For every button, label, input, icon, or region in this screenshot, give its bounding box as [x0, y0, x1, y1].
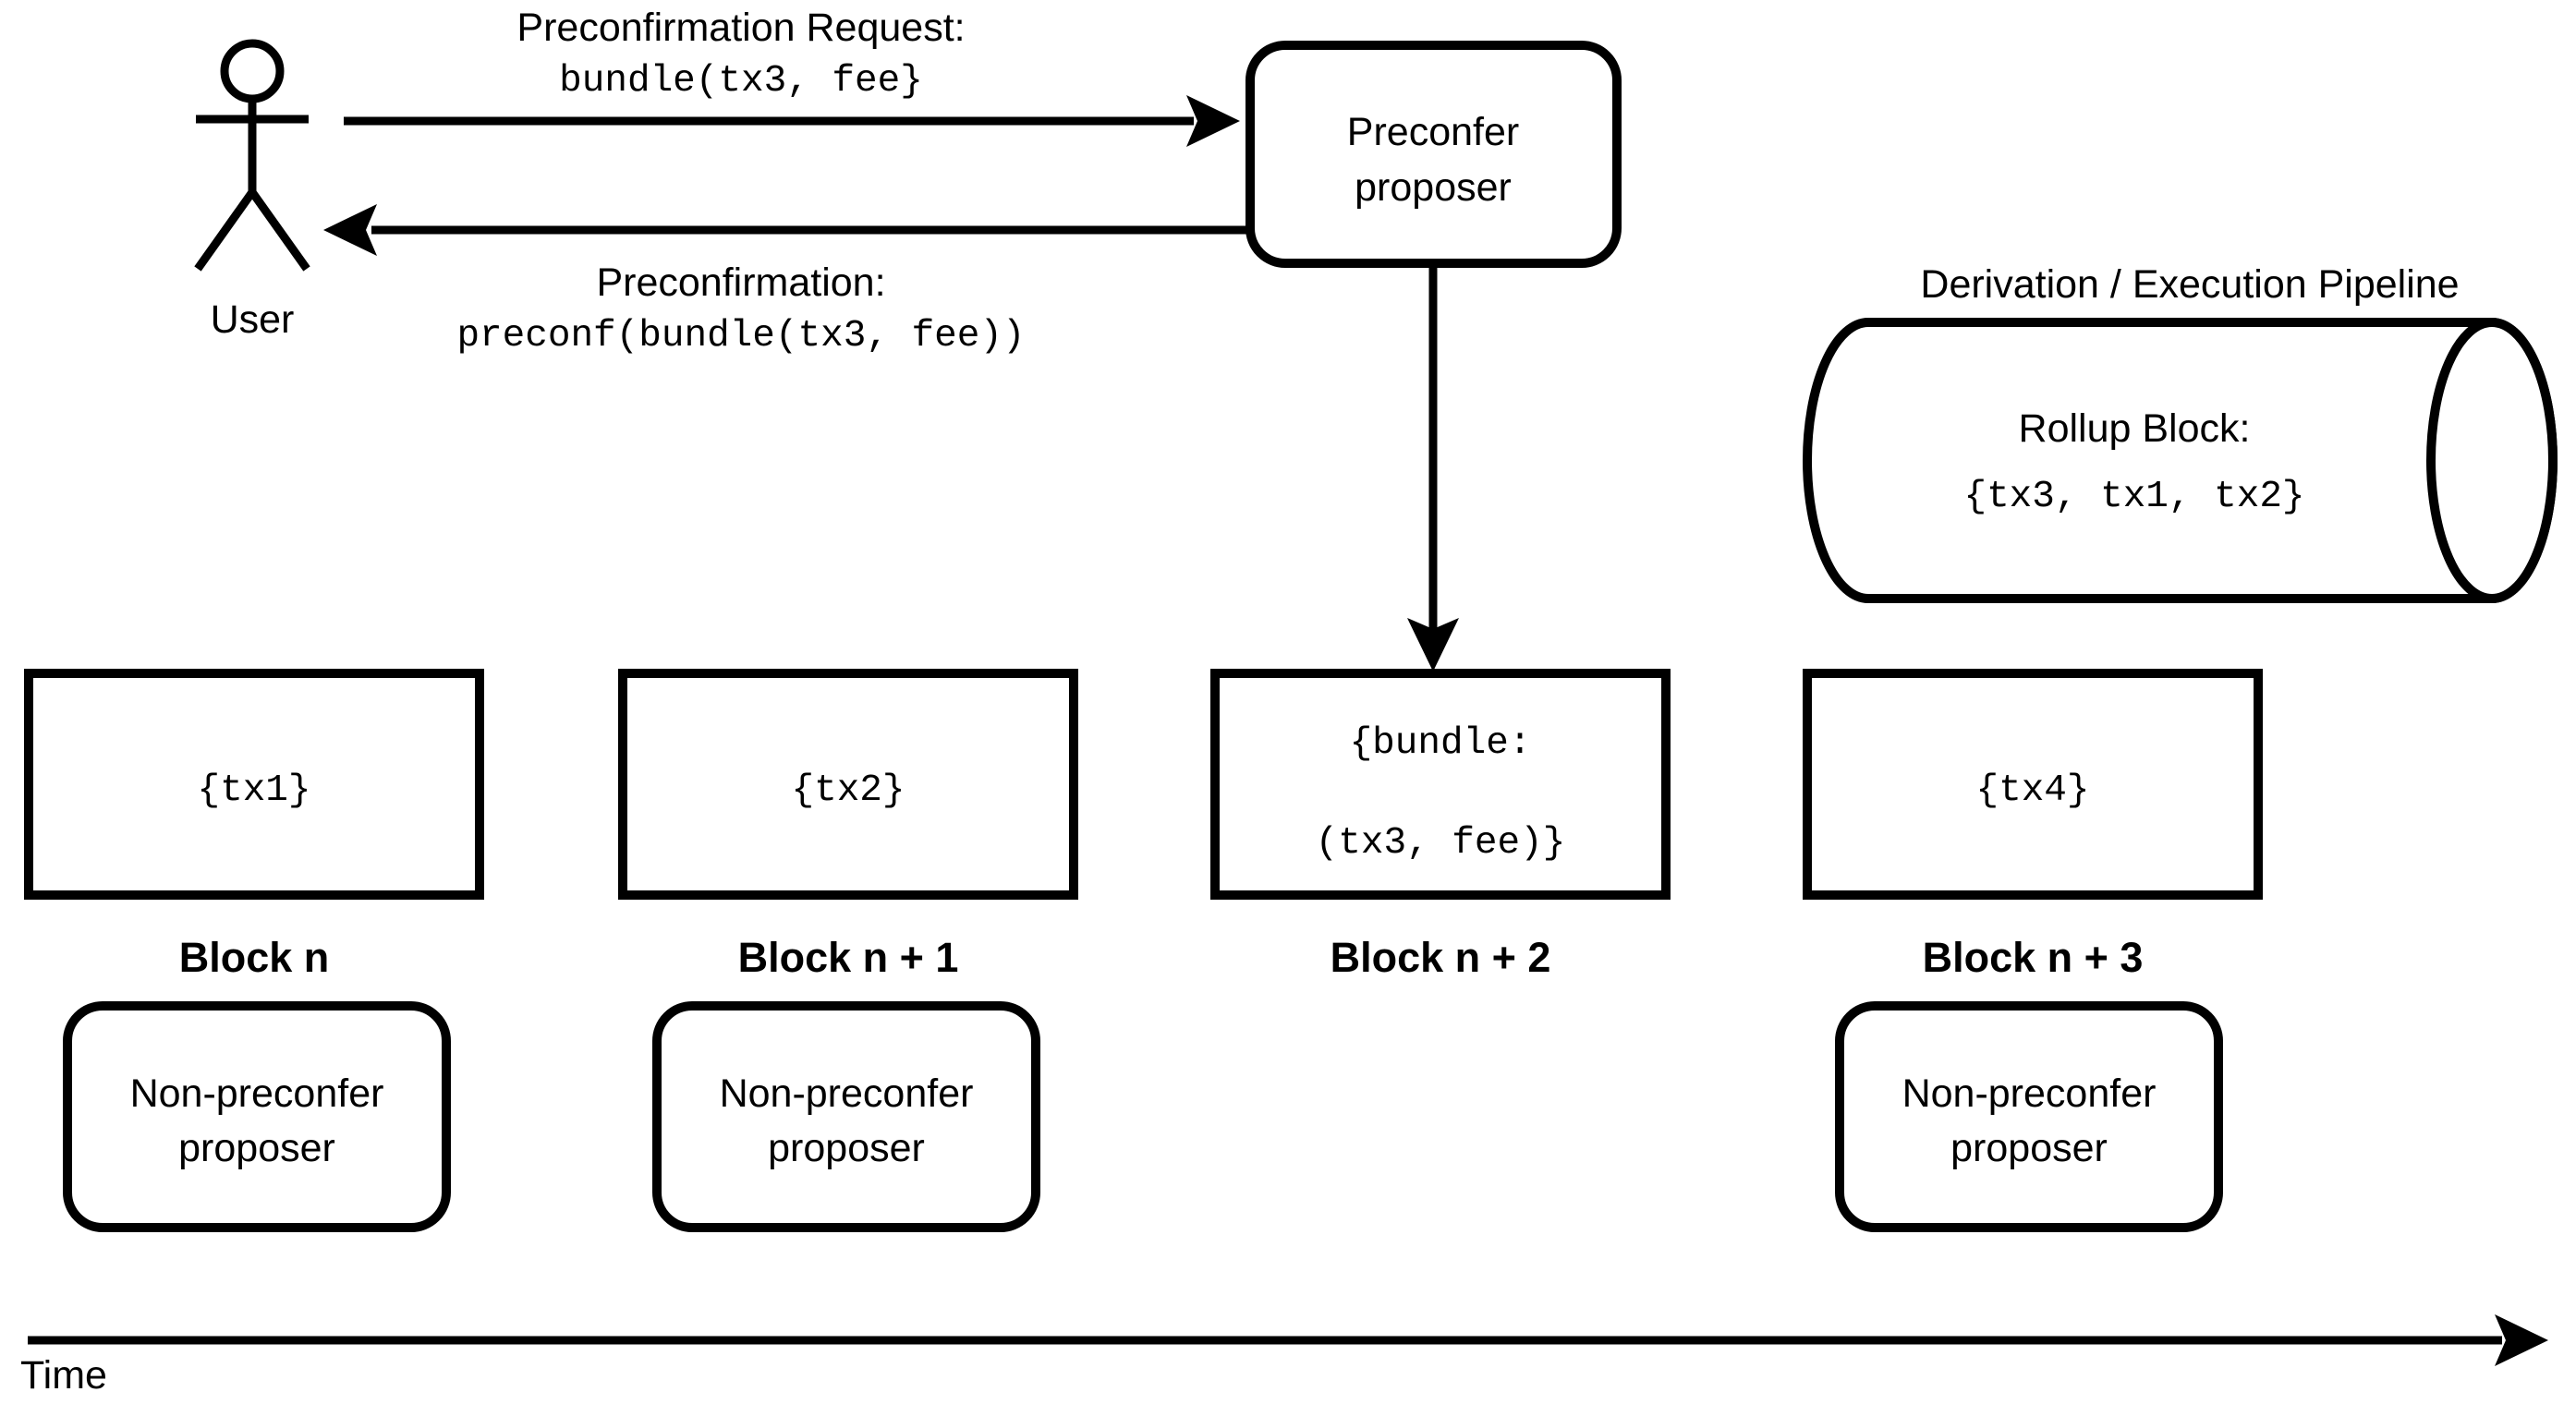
- block-n1-content: {tx2}: [791, 769, 905, 812]
- response-label-line2: preconf(bundle(tx3, fee)): [456, 315, 1025, 357]
- rollup-block-line2: {tx3, tx1, tx2}: [1963, 476, 2304, 518]
- nonpreconfer-proposer-2-line1: Non-preconfer: [720, 1071, 974, 1116]
- preconfer-proposer-node: Preconfer proposer: [1245, 41, 1622, 268]
- block-n-label: Block n: [179, 934, 330, 981]
- block-n3-label: Block n + 3: [1923, 934, 2144, 981]
- block-n2-content-line1: {bundle:: [1350, 722, 1532, 765]
- actor-left-leg: [194, 189, 256, 272]
- time-axis-label: Time: [20, 1353, 107, 1398]
- block-n1-label: Block n + 1: [738, 934, 959, 981]
- block-n-node: {tx1} Block n: [24, 669, 484, 981]
- nonpreconfer-proposer-3-line1: Non-preconfer: [1902, 1071, 2157, 1116]
- preconfer-proposer-line1: Preconfer: [1347, 110, 1519, 154]
- block-n3-node: {tx4} Block n + 3: [1803, 669, 2263, 981]
- user-label: User: [211, 297, 295, 342]
- response-arrowhead-icon: [323, 204, 377, 256]
- nonpreconfer-proposer-1-box: [63, 1001, 451, 1232]
- preconfer-proposer-box: [1245, 41, 1622, 268]
- pipeline-cylinder: Rollup Block: {tx3, tx1, tx2}: [1803, 318, 2558, 603]
- time-axis-arrow: [28, 1314, 2548, 1366]
- actor-right-leg: [249, 189, 310, 272]
- proposer-to-block-arrow: [1407, 265, 1459, 672]
- block-n-content: {tx1}: [197, 769, 310, 812]
- block-n2-box: [1210, 669, 1671, 900]
- nonpreconfer-proposer-1-line1: Non-preconfer: [130, 1071, 384, 1116]
- pipeline-cylinder-cap: [2426, 318, 2558, 603]
- time-axis-arrowhead-icon: [2495, 1314, 2548, 1366]
- nonpreconfer-proposer-3-line2: proposer: [1950, 1126, 2108, 1170]
- block-n3-box: [1803, 669, 2263, 900]
- nonpreconfer-proposer-2-line2: proposer: [768, 1126, 925, 1170]
- actor-head: [220, 39, 285, 103]
- rollup-block-line1: Rollup Block:: [2019, 406, 2251, 451]
- user-actor-icon: [194, 39, 310, 272]
- block-n2-label: Block n + 2: [1331, 934, 1551, 981]
- nonpreconfer-proposer-3-box: [1835, 1001, 2223, 1232]
- request-label-line2: bundle(tx3, fee}: [559, 60, 923, 103]
- preconfer-proposer-line2: proposer: [1355, 165, 1512, 210]
- request-label-line1: Preconfirmation Request:: [516, 6, 965, 50]
- block-n2-node: {bundle: (tx3, fee)} Block n + 2: [1210, 669, 1671, 981]
- request-arrowhead-icon: [1186, 95, 1240, 147]
- block-n3-content: {tx4}: [1975, 769, 2089, 812]
- response-arrow: [323, 204, 1250, 256]
- block-n-box: [24, 669, 484, 900]
- request-arrow: [344, 95, 1240, 147]
- nonpreconfer-proposer-1: Non-preconfer proposer: [63, 1001, 451, 1232]
- proposer-to-block-arrowhead-icon: [1407, 618, 1459, 672]
- response-label-line1: Preconfirmation:: [596, 260, 885, 305]
- pipeline-title: Derivation / Execution Pipeline: [1920, 262, 2459, 307]
- block-n1-box: [618, 669, 1078, 900]
- nonpreconfer-proposer-1-line2: proposer: [178, 1126, 335, 1170]
- nonpreconfer-proposer-2: Non-preconfer proposer: [652, 1001, 1040, 1232]
- nonpreconfer-proposer-3: Non-preconfer proposer: [1835, 1001, 2223, 1232]
- block-n1-node: {tx2} Block n + 1: [618, 669, 1078, 981]
- nonpreconfer-proposer-2-box: [652, 1001, 1040, 1232]
- block-n2-content-line2: (tx3, fee)}: [1316, 822, 1566, 865]
